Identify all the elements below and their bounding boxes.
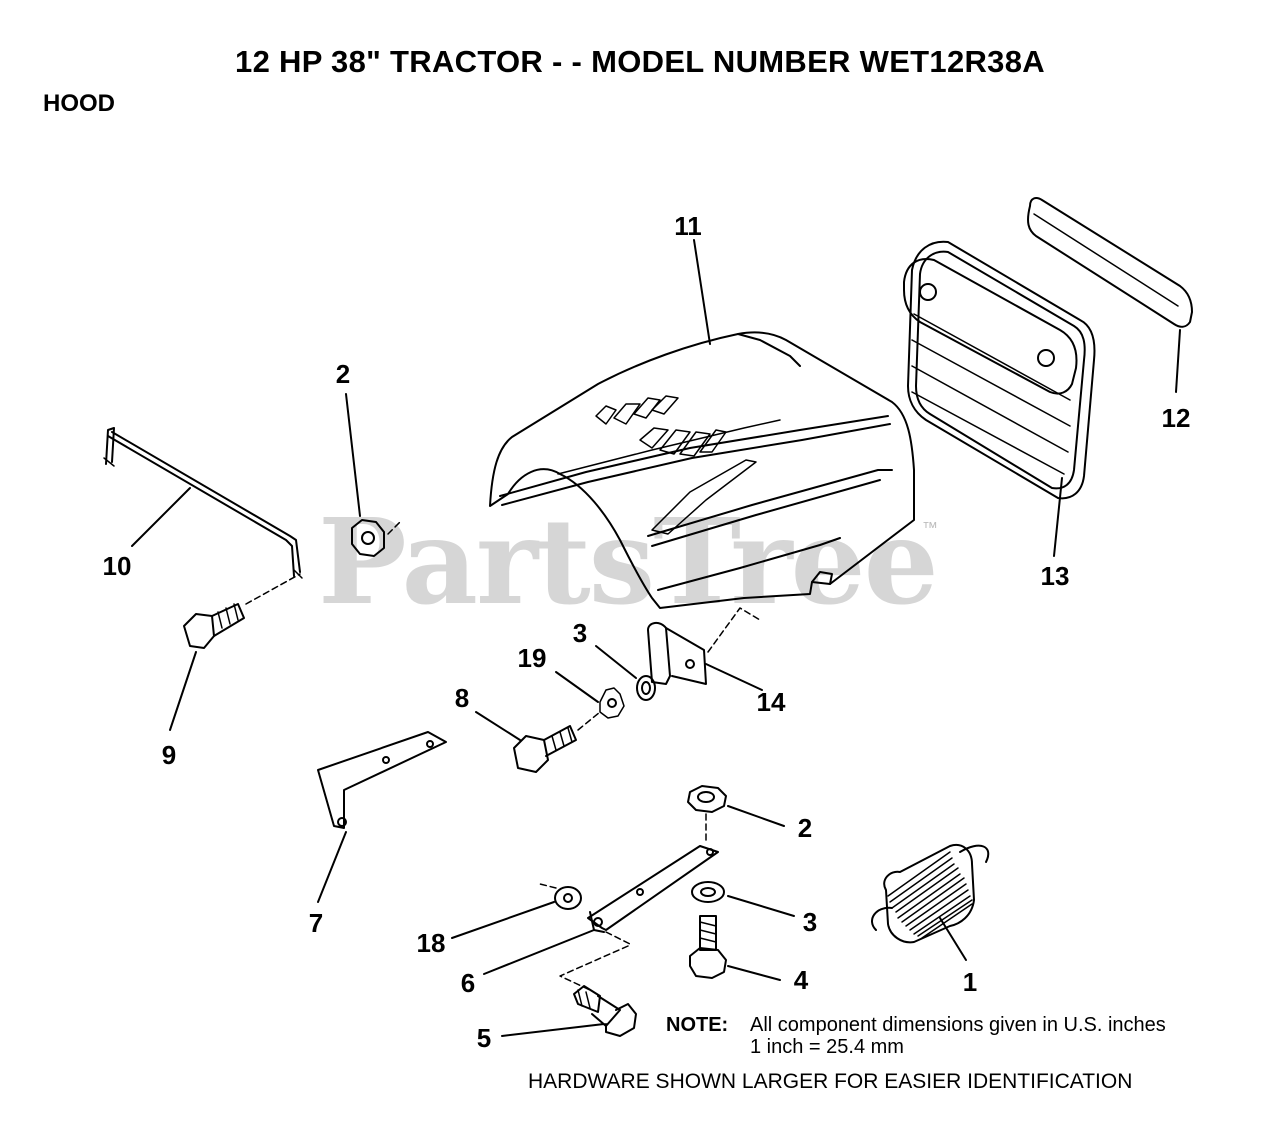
callout-6: 6 <box>460 968 476 998</box>
nut-lower <box>688 786 726 840</box>
note-line-1: All component dimensions given in U.S. i… <box>750 1014 1166 1036</box>
hood-support <box>318 732 446 828</box>
watermark: PartsTree <box>318 492 939 631</box>
callout-9: 9 <box>161 740 177 770</box>
callout-3-upper: 3 <box>572 618 588 648</box>
callout-12: 12 <box>1161 403 1191 433</box>
lock-washer <box>600 688 624 718</box>
bolt-link <box>690 916 726 978</box>
callout-11: 11 <box>674 211 702 241</box>
watermark-trademark: ™ <box>922 520 938 537</box>
callout-8: 8 <box>454 683 470 713</box>
shoulder-bolt <box>574 986 636 1036</box>
diagram-title: 12 HP 38" TRACTOR - - MODEL NUMBER WET12… <box>235 44 1045 79</box>
callout-2-upper: 2 <box>335 359 351 389</box>
washer-lower <box>692 882 724 902</box>
callout-7: 7 <box>308 908 324 938</box>
callout-19: 19 <box>517 643 547 673</box>
callout-10: 10 <box>102 551 132 581</box>
hood-rod <box>104 428 302 578</box>
note-line-2: 1 inch = 25.4 mm <box>750 1036 904 1058</box>
hood-bracket <box>648 608 760 684</box>
flat-washer <box>540 884 581 909</box>
section-title: HOOD <box>43 90 115 117</box>
grille <box>904 242 1094 499</box>
callout-2-lower: 2 <box>797 813 813 843</box>
bolt-hood <box>184 574 300 648</box>
callout-14: 14 <box>756 687 786 717</box>
bolt-bracket <box>514 712 600 772</box>
dimension-note: NOTE: All component dimensions given in U… <box>666 1014 1166 1058</box>
leader-lines <box>132 240 1180 1036</box>
washer-upper <box>637 676 655 700</box>
callout-13: 13 <box>1040 561 1070 591</box>
callout-18: 18 <box>416 928 446 958</box>
hood-shell <box>490 332 914 608</box>
callout-4: 4 <box>793 965 809 995</box>
hardware-footnote: HARDWARE SHOWN LARGER FOR EASIER IDENTIF… <box>528 1070 1133 1093</box>
callout-1: 1 <box>962 967 978 997</box>
grille-lens <box>1028 198 1192 327</box>
hood-link <box>560 846 718 990</box>
callout-5: 5 <box>476 1023 492 1053</box>
callout-3-lower: 3 <box>802 907 818 937</box>
nut-upper <box>352 520 400 556</box>
spring <box>872 845 988 942</box>
note-label: NOTE: <box>666 1014 729 1036</box>
